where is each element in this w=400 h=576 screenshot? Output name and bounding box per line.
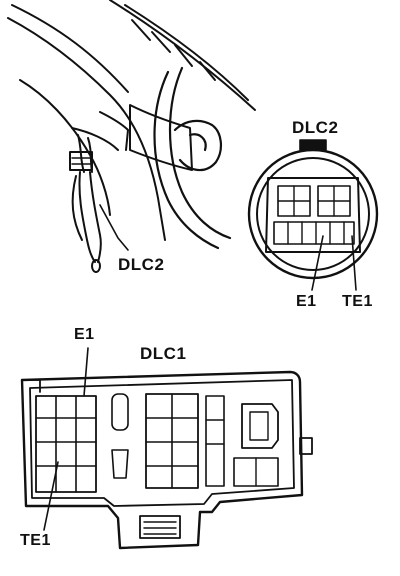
dlc2-terminal-e1-label: E1 <box>296 293 317 310</box>
dlc2-connector-title: DLC2 <box>292 118 339 137</box>
dlc2-cable-illustration <box>69 134 129 273</box>
steering-wheel <box>153 66 232 250</box>
dlc1-connector-title: DLC1 <box>140 344 187 363</box>
dlc2-terminal-te1-label: TE1 <box>342 293 373 310</box>
dlc2-connector-diagram <box>247 139 379 291</box>
dlc2-callout-label: DLC2 <box>118 255 165 274</box>
dlc1-terminal-e1-label: E1 <box>74 326 95 343</box>
dashboard-illustration <box>7 0 256 241</box>
dlc1-terminal-te1-label: TE1 <box>20 532 51 549</box>
dlc1-connector-diagram <box>20 347 313 550</box>
